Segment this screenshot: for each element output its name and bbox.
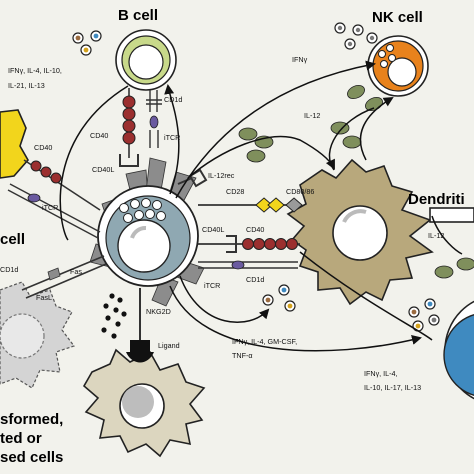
cd40l-dc-label: CD40L (202, 225, 224, 234)
nk-cytokines (334, 22, 378, 50)
ligand-block (130, 340, 150, 352)
arrows (59, 60, 463, 352)
il12-top-label: IL-12 (304, 111, 320, 120)
cd40l-b-label: CD40L (92, 165, 114, 174)
nk-nucleus (387, 57, 417, 87)
right-cytokine-line-2: IL-10, IL-17, IL-13 (364, 383, 421, 392)
dendritic-title: Dendriti (408, 191, 465, 208)
nkt-granules (119, 198, 166, 223)
itcr-left-label: iTCR (42, 203, 58, 212)
itcr-dc-label: iTCR (204, 281, 220, 290)
right-cell-nucleus (443, 314, 474, 396)
cd28-cd80-complex (255, 197, 303, 213)
ligand-label: Ligand (158, 341, 180, 350)
nkg2d-label: NKG2D (146, 307, 171, 316)
b-cytokine-line-2: IL-21, IL-13 (8, 81, 45, 90)
dc-cytokines (262, 284, 296, 312)
b-cell-cytokines (72, 30, 102, 56)
dendritic-nucleus (332, 205, 388, 261)
il12-receptor (177, 168, 208, 188)
dendritic-extension (429, 207, 474, 223)
transformed-title-3: sed cells (0, 449, 63, 466)
cd40-left-beads (30, 160, 62, 184)
cd1d-dc-label: CD1d (246, 275, 264, 284)
cd8086-label: CD80/86 (286, 187, 314, 196)
dc-cytokine-line-1: IFNγ, IL-4, GM-CSF, (232, 337, 297, 346)
cd40-b-label: CD40 (90, 131, 108, 140)
right-cytokine-line-1: IFNγ, IL-4, (364, 369, 398, 378)
nk-ifng-label: IFNγ (292, 55, 308, 64)
cd40-left-label: CD40 (34, 143, 52, 152)
transformed-title-1: sformed, (0, 411, 63, 428)
transformed-title-2: ted or (0, 430, 42, 447)
il12-right-label: IL-12 (428, 231, 444, 240)
nkt-title: cell (0, 231, 25, 248)
b-cell-title: B cell (118, 7, 158, 24)
nk-granules (378, 44, 396, 68)
itcr-b-label: iTCR (164, 133, 180, 142)
nkt-nucleus (117, 219, 171, 273)
dc-cytokine-line-2: TNF-α (232, 351, 253, 360)
nk-cell-title: NK cell (372, 9, 423, 26)
cd28-label: CD28 (226, 187, 244, 196)
yellow-cell (0, 109, 29, 179)
cd40-dc-beads (242, 238, 298, 250)
right-cytokines (408, 298, 440, 332)
il12rec-label: IL-12rec (208, 171, 235, 180)
fasl-label: FasL (36, 293, 52, 302)
cd40-b-beads (122, 95, 136, 145)
fas-label: Fas (70, 267, 82, 276)
cd1d-b-label: CD1d (164, 95, 182, 104)
cd1d-left-label: CD1d (0, 265, 18, 274)
cytotoxic-granules (101, 293, 127, 339)
b-cytokine-line-1: IFNγ, IL-4, IL-10, (8, 66, 62, 75)
il12-molecules (238, 84, 474, 279)
cd40-dc-label: CD40 (246, 225, 264, 234)
b-cell-nucleus (128, 44, 164, 80)
lipid-antigen (231, 260, 245, 270)
